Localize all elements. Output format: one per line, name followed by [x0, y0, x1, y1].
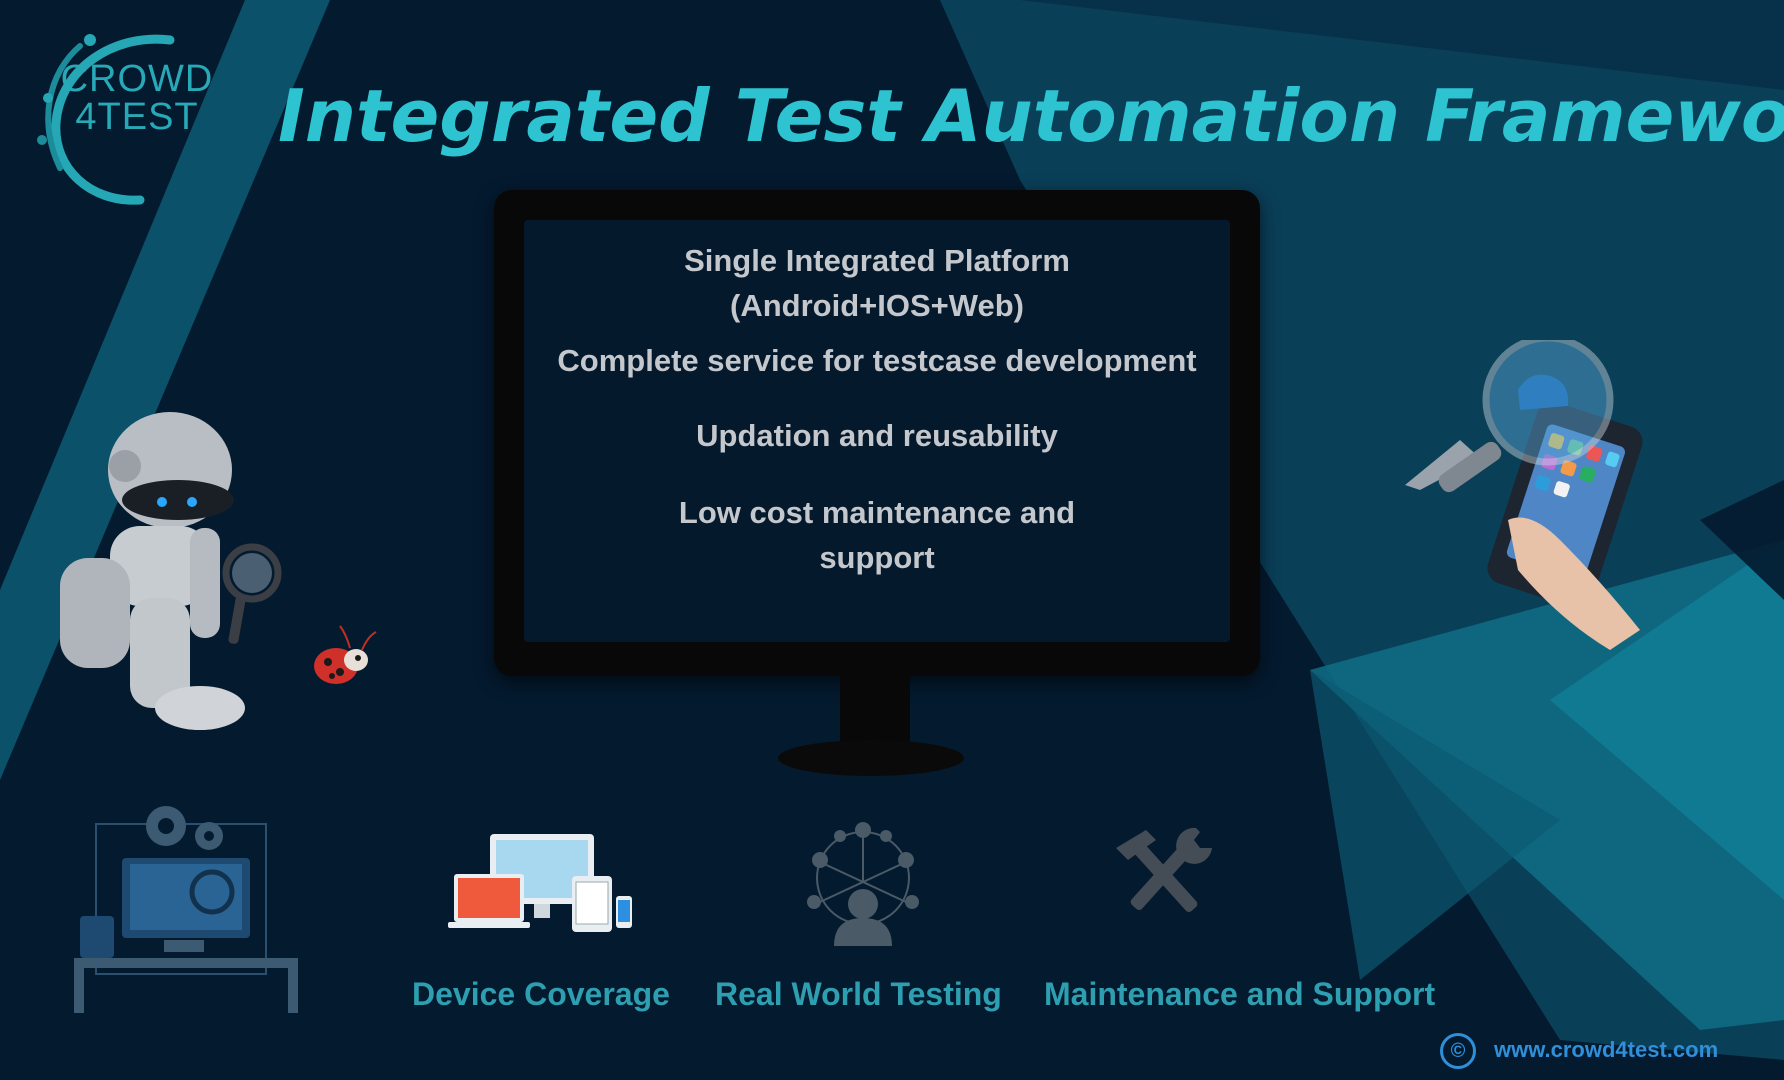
right-lower-triangle	[1310, 670, 1560, 980]
feature-item-reusability: Updation and reusability	[524, 413, 1230, 458]
right-dark-notch	[1700, 480, 1784, 600]
hammer-wrench-icon	[1116, 827, 1212, 912]
logo-line-4test: 4TEST	[75, 96, 199, 138]
monitor-screen: Single Integrated Platform (Android+IOS+…	[524, 220, 1230, 642]
page-title: Integrated Test Automation Framework	[278, 74, 1784, 158]
right-top-shade	[1020, 0, 1784, 90]
feature-item-platform: Single Integrated Platform (Android+IOS+…	[524, 238, 1230, 328]
phone-with-magnifier-icon	[1405, 340, 1643, 650]
network-people-icon	[807, 822, 919, 946]
right-highlight-triangle	[1550, 540, 1784, 900]
copyright-icon: ©	[1440, 1033, 1476, 1070]
feature-line: Complete service for testcase developmen…	[557, 343, 1197, 378]
robot-with-magnifier-icon	[60, 412, 282, 730]
footer: © www.crowd4test.com	[1440, 1030, 1718, 1070]
feature-line: Low cost maintenance and	[678, 495, 1076, 530]
computer-gears-icon	[74, 806, 298, 1013]
feature-line: Updation and reusability	[696, 418, 1058, 453]
feature-line: support	[819, 540, 935, 575]
multi-device-icon	[448, 834, 632, 932]
caption-maintenance-support: Maintenance and Support	[1044, 976, 1436, 1012]
feature-line: (Android+IOS+Web)	[730, 288, 1024, 323]
website-link[interactable]: www.crowd4test.com	[1494, 1037, 1719, 1062]
feature-item-maintenance: Low cost maintenance and support	[524, 490, 1230, 580]
logo-text: CROWD 4TEST	[52, 60, 222, 136]
crowd4test-logo-icon	[37, 34, 175, 205]
monitor-stand-neck	[840, 672, 910, 752]
caption-device-coverage: Device Coverage	[412, 976, 670, 1012]
monitor-frame: Single Integrated Platform (Android+IOS+…	[494, 190, 1260, 676]
logo-line-crowd: CROWD	[60, 58, 214, 100]
monitor-stand-base	[778, 740, 964, 776]
caption-real-world-testing: Real World Testing	[715, 976, 1002, 1012]
feature-item-testcase: Complete service for testcase developmen…	[515, 338, 1239, 383]
ladybug-icon	[314, 625, 377, 684]
feature-line: Single Integrated Platform	[684, 243, 1070, 278]
